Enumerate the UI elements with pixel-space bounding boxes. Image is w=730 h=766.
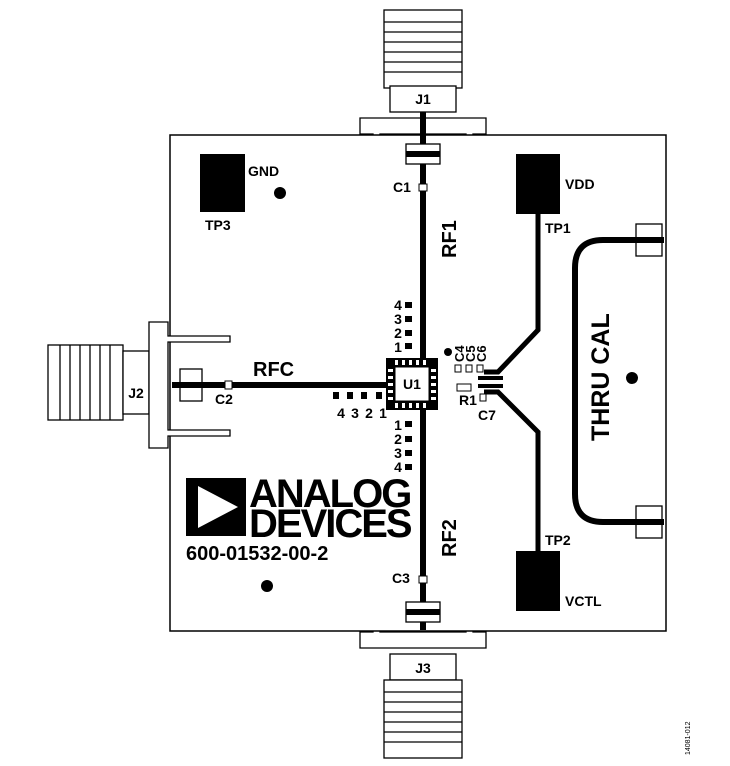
j1-thread [384,21,462,73]
c7-part [479,393,487,402]
figure-id: 14081-012 [685,721,692,755]
u1-chip: U1 [386,348,452,410]
j1-label: J1 [415,91,431,107]
left-pin-pads [333,392,382,399]
r1-part [456,383,472,392]
bottom-pin-label: 3 [394,445,402,461]
bottom-pin-label: 4 [394,459,402,475]
c1-part [418,183,428,192]
j2-connector: J2 [47,321,231,449]
analog-devices-logo: ANALOG DEVICES [186,472,414,546]
top-pin-pads [405,302,412,349]
bottom-pin-numbers: 1 2 3 4 [394,417,402,475]
tp2-label: TP2 [545,532,571,548]
gnd-label: GND [248,163,279,179]
vctl-label: VCTL [565,593,602,609]
top-pin-label: 2 [394,325,402,341]
rfc-label: RFC [253,359,294,381]
c7-label: C7 [478,407,496,423]
top-pin-label: 1 [394,339,402,355]
c5-label: C5 [463,345,478,362]
vctl-trace [484,389,541,551]
mount-hole-right [626,372,638,384]
left-pin-label: 3 [351,405,359,421]
tp3-pad [200,154,245,212]
rf2-label: RF2 [439,519,461,557]
tp1-pad [516,154,560,214]
c6-label: C6 [474,345,489,362]
u1-label: U1 [403,376,421,392]
mount-hole-bottom-left [261,580,273,592]
j2-label: J2 [128,385,144,401]
tp2-pad [516,551,560,611]
c4-label: C4 [452,345,467,362]
thru-cal-label: THRU CAL [587,313,615,441]
left-pin-label: 2 [365,405,373,421]
r1-label: R1 [459,392,477,408]
logo-line2: DEVICES [249,502,412,546]
j3-connector: J3 [359,569,487,759]
tp1-label: TP1 [545,220,571,236]
bottom-pin-label: 1 [394,417,402,433]
left-pin-label: 4 [337,405,345,421]
left-pin-label: 1 [379,405,387,421]
bottom-pin-label: 2 [394,431,402,447]
top-pin-label: 4 [394,297,402,313]
j2-thread [59,345,111,420]
logo-triangle-icon [198,486,238,528]
rf1-label: RF1 [439,220,461,258]
mount-hole-top-left [274,187,286,199]
part-number: 600-01532-00-2 [186,543,328,565]
thru-cal-trace [572,237,664,525]
c2-label: C2 [215,391,233,407]
vdd-label: VDD [565,176,595,192]
j3-label: J3 [415,660,431,676]
left-pin-numbers: 4 3 2 1 [337,405,387,421]
bottom-pin-pads [405,421,412,470]
c3-part [418,575,428,584]
logo-line1: ANALOG [249,472,410,516]
vdd-trace [484,214,541,375]
c4-c5-c6-parts [454,364,484,373]
j3-thread [384,691,462,743]
tp3-label: TP3 [205,217,231,233]
top-pin-numbers: 4 3 2 1 [394,297,402,355]
c3-label: C3 [392,570,410,586]
c1-label: C1 [393,179,411,195]
c2-part [224,380,233,390]
top-pin-label: 3 [394,311,402,327]
